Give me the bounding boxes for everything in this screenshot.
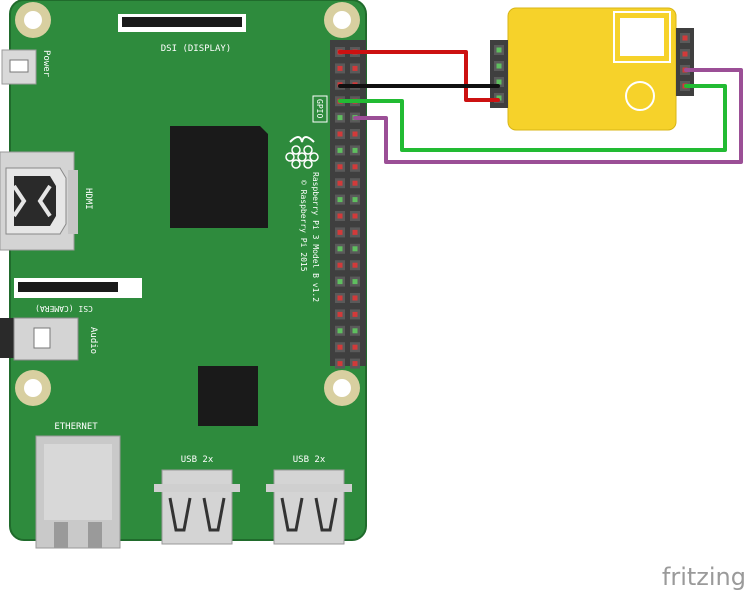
power-connector: Power	[1, 49, 51, 85]
power-label: Power	[41, 50, 51, 78]
gpio-pin	[350, 194, 360, 205]
gpio-pin	[335, 293, 345, 303]
mounting-hole-top-right	[324, 2, 360, 38]
raspberry-pi-board: DSI (DISPLAY) Power HDMI	[0, 0, 367, 549]
gpio-pin	[350, 145, 360, 156]
gpio-header	[330, 40, 366, 369]
ethernet-port: ETHERNET	[35, 422, 121, 549]
gpio-pin	[350, 293, 360, 303]
gpio-pin	[335, 276, 345, 287]
gpio-pin	[335, 129, 345, 139]
gpio-label-box: GPIO	[312, 95, 328, 123]
raspberry-logo	[285, 136, 319, 169]
sensor-left-pin	[494, 77, 504, 87]
gpio-pin	[335, 112, 345, 123]
mounting-hole-top-left	[15, 2, 51, 38]
gpio-label: GPIO	[315, 99, 324, 118]
usb-a-label: USB 2x	[181, 455, 214, 465]
board-name-line1: Raspberry Pi 3 Model B v1.2	[311, 172, 320, 302]
sensor-left-header	[490, 40, 508, 108]
fritzing-watermark: fritzing	[662, 563, 746, 591]
gpio-pin	[350, 63, 360, 74]
board-name-line2: © Raspberry Pi 2015	[299, 180, 308, 272]
gpio-pin	[335, 161, 345, 172]
gpio-pin	[335, 227, 345, 238]
dsi-connector: DSI (DISPLAY)	[118, 14, 246, 54]
gpio-pin	[350, 325, 360, 336]
gpio-pin	[335, 358, 345, 369]
gpio-pin	[350, 161, 360, 172]
gpio-pin	[335, 178, 345, 189]
sensor-right-pin	[680, 49, 690, 59]
gpio-pin	[350, 358, 360, 369]
usb-port-b: USB 2x	[266, 455, 352, 545]
sensor-left-pin	[494, 45, 504, 55]
gpio-pin	[350, 243, 360, 254]
gpio-pin	[335, 260, 345, 271]
gpio-pin	[350, 211, 360, 221]
usb-b-label: USB 2x	[293, 455, 326, 465]
soc-chip	[170, 126, 268, 228]
wires	[338, 50, 743, 164]
gpio-pin	[335, 194, 345, 205]
hdmi-connector: HDMI	[0, 151, 93, 251]
sensor-left-pin	[494, 61, 504, 71]
audio-jack: Audio	[0, 317, 98, 361]
dsi-label: DSI (DISPLAY)	[161, 44, 231, 54]
csi-label: CSI (CAMERA)	[35, 304, 93, 313]
tx-wire	[338, 84, 727, 152]
usb-port-a: USB 2x	[154, 455, 240, 545]
sensor-module	[490, 7, 694, 131]
mounting-hole-bottom-right	[324, 370, 360, 406]
power-wire	[338, 50, 500, 102]
gpio-pin	[350, 129, 360, 139]
gpio-pin	[350, 227, 360, 238]
gpio-pin	[350, 260, 360, 271]
gpio-pin	[350, 342, 360, 353]
ethernet-label: ETHERNET	[54, 422, 98, 432]
sensor-left-pin	[494, 93, 504, 103]
usb-lan-chip	[198, 366, 258, 426]
audio-label: Audio	[88, 327, 98, 354]
gpio-pin	[335, 211, 345, 221]
gpio-pin	[335, 325, 345, 336]
gpio-pin	[350, 276, 360, 287]
mounting-hole-bottom-left	[15, 370, 51, 406]
csi-connector: CSI (CAMERA)	[14, 278, 142, 313]
rx-wire	[353, 68, 743, 164]
gpio-pin	[350, 309, 360, 320]
sensor-right-pin	[680, 33, 690, 43]
gpio-pin	[335, 243, 345, 254]
gpio-pin	[335, 342, 345, 353]
hdmi-label: HDMI	[83, 188, 93, 210]
gpio-pin	[335, 63, 345, 74]
gpio-pin	[350, 178, 360, 189]
gpio-pin	[335, 309, 345, 320]
gpio-pin	[335, 145, 345, 156]
